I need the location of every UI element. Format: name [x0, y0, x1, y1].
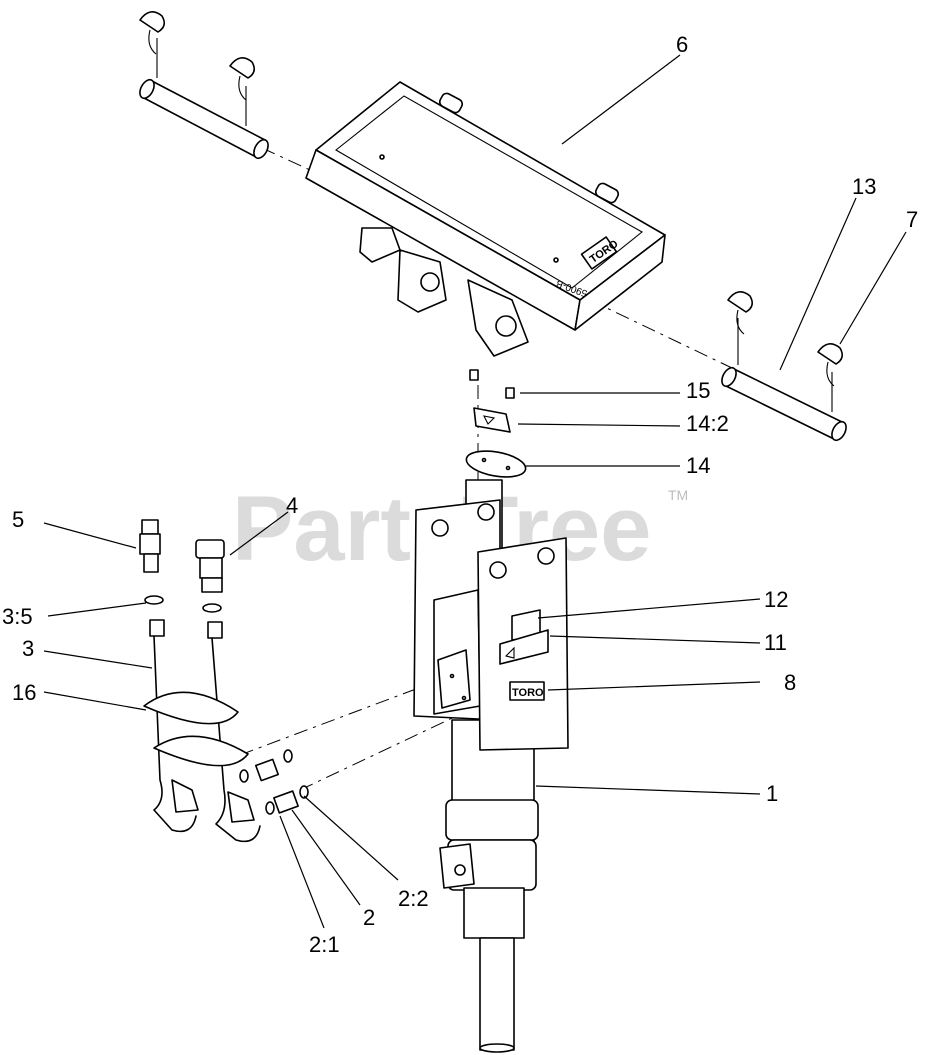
callout-labels: 6 13 7 15 14:2 14 4 5 12 3:5 11 3 8 16 1…: [2, 32, 918, 957]
lynch-pin-left-b[interactable]: [229, 57, 256, 101]
watermark-trademark: TM: [668, 487, 688, 503]
callout-12[interactable]: 12: [764, 587, 788, 612]
callout-6[interactable]: 6: [676, 32, 688, 57]
lynch-pin-left-a[interactable]: [139, 11, 166, 55]
callout-13[interactable]: 13: [852, 174, 876, 199]
callout-5[interactable]: 5: [12, 507, 24, 532]
callout-8[interactable]: 8: [784, 670, 796, 695]
callout-16[interactable]: 16: [12, 680, 36, 705]
callout-3-5[interactable]: 3:5: [2, 604, 33, 629]
callout-14[interactable]: 14: [686, 453, 710, 478]
callout-4[interactable]: 4: [286, 493, 298, 518]
o-ring-part-3-5[interactable]: [144, 595, 222, 613]
callout-14-2[interactable]: 14:2: [686, 411, 729, 436]
hose-clamp-part-16[interactable]: [143, 691, 249, 767]
lynch-pin-part-7[interactable]: [727, 291, 844, 387]
callout-3[interactable]: 3: [22, 636, 34, 661]
mounting-plate-part-6[interactable]: TORO 5900-B: [305, 81, 666, 357]
hitch-pin-part-13[interactable]: [719, 318, 849, 443]
cap-plate-part-14[interactable]: [464, 447, 527, 481]
o-ring-part-2-1[interactable]: [239, 769, 275, 815]
o-ring-part-2-2[interactable]: [283, 749, 309, 799]
decal-part-11[interactable]: [499, 629, 549, 665]
callout-2-1[interactable]: 2:1: [309, 932, 340, 957]
brand-stamp-bracket: TORO: [512, 687, 544, 699]
leader-lines: [43, 54, 907, 929]
callout-2[interactable]: 2: [363, 905, 375, 930]
mount-bracket-part-8[interactable]: TORO: [413, 499, 569, 751]
hydraulic-hose-part-3[interactable]: [149, 619, 261, 843]
decal-part-14-2[interactable]: [473, 407, 511, 433]
hitch-pin-left[interactable]: [137, 38, 271, 161]
male-coupler-part-5[interactable]: [139, 519, 161, 573]
callout-11[interactable]: 11: [764, 630, 787, 655]
callout-2-2[interactable]: 2:2: [398, 886, 429, 911]
female-coupler-part-4[interactable]: [195, 539, 225, 593]
adapter-part-2[interactable]: [255, 758, 299, 814]
callout-15[interactable]: 15: [686, 378, 710, 403]
screw-part-15[interactable]: [469, 369, 515, 399]
callout-1[interactable]: 1: [766, 781, 778, 806]
callout-7[interactable]: 7: [906, 207, 918, 232]
